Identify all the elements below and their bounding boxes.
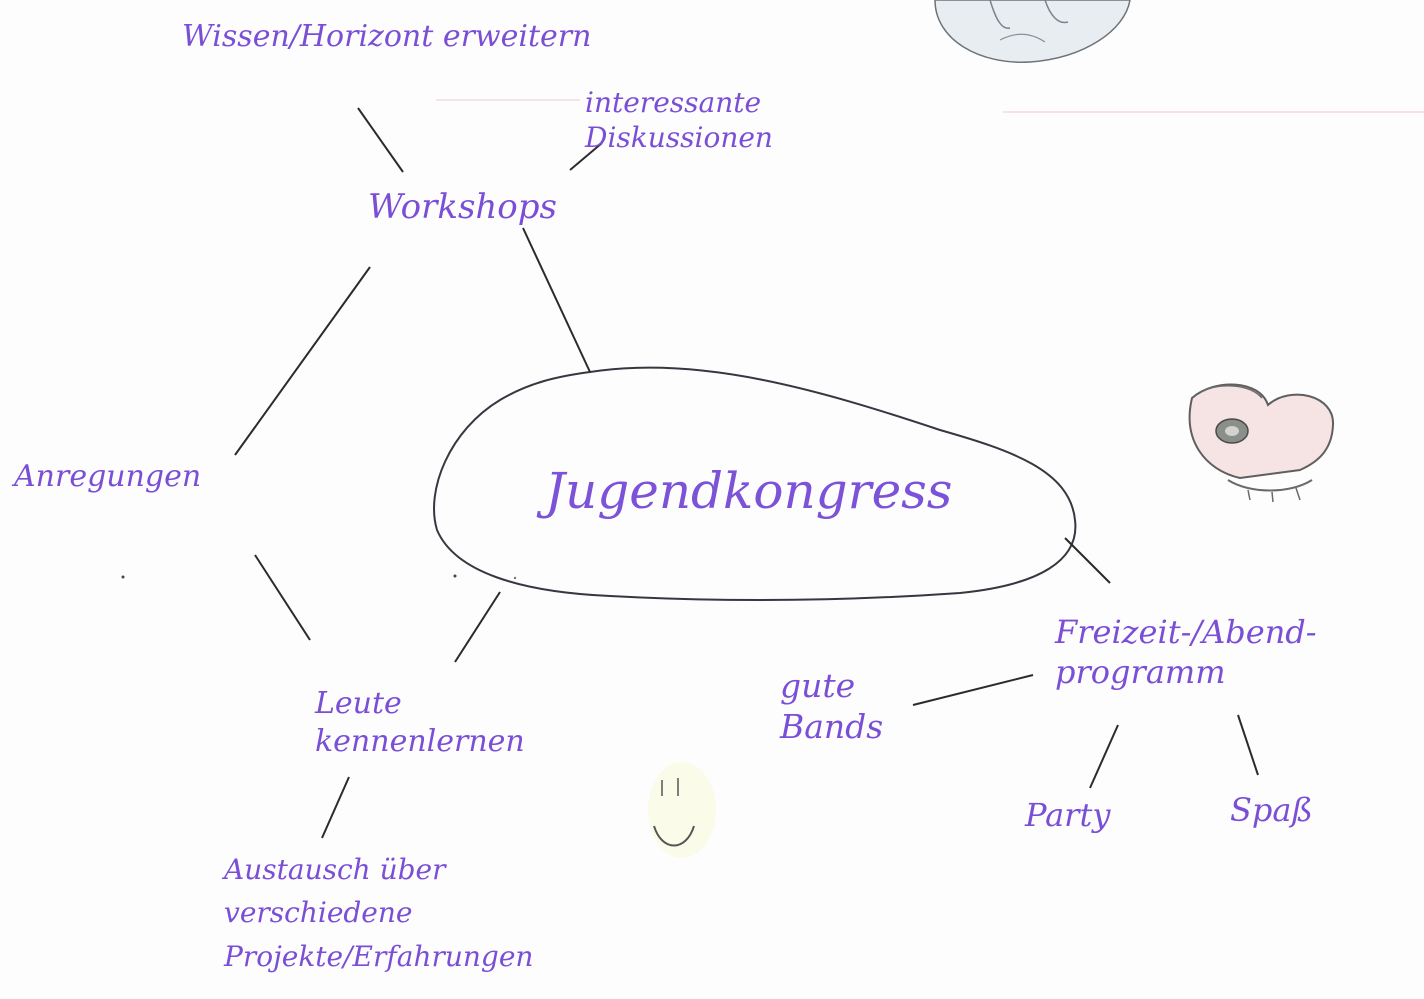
label-anregungen: Anregungen [14, 459, 202, 494]
central-blob [433, 366, 1077, 601]
connector [321, 776, 350, 839]
connector [912, 674, 1034, 706]
central-topic: Jugendkongress [545, 462, 953, 520]
label-wissen-horizont: Wissen/Horizont erweitern [182, 19, 592, 54]
label-freizeit-abendprogramm: Freizeit-/Abend- programm [1055, 613, 1317, 691]
label-spass: Spaß [1230, 791, 1313, 829]
label-austausch: Austausch über verschiedene Projekte/Erf… [224, 853, 534, 973]
connector [522, 227, 591, 373]
label-interessante-diskussionen: interessante Diskussionen [585, 86, 773, 154]
connector [1089, 724, 1119, 789]
butterfly-icon [1188, 383, 1335, 503]
globe-icon [934, 0, 1131, 63]
label-gute-bands: gute Bands [780, 666, 884, 747]
label-workshops: Workshops [368, 187, 557, 227]
label-leute-kennenlernen: Leute kennenlernen [315, 686, 525, 759]
connector [254, 554, 311, 641]
smiley-icon [648, 762, 716, 858]
connector [357, 107, 404, 173]
connector [234, 266, 371, 456]
connector [1064, 537, 1111, 584]
connector [1237, 714, 1259, 776]
connector [454, 591, 501, 663]
label-party: Party [1025, 796, 1111, 834]
connector [569, 142, 603, 171]
